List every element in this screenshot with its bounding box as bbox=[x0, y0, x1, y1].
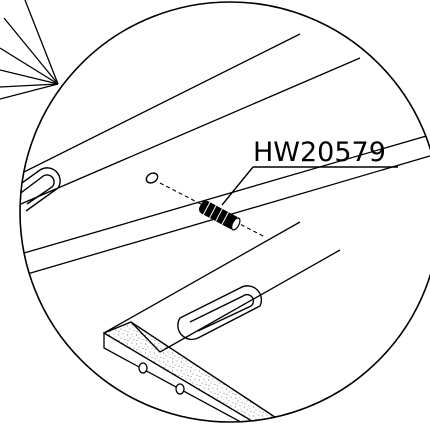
front-board bbox=[102, 221, 341, 422]
part-number-label: HW20579 bbox=[253, 137, 386, 168]
dowel-hole bbox=[145, 172, 159, 184]
cam-hole bbox=[138, 362, 148, 374]
cam-hole bbox=[175, 383, 185, 395]
detail-leader-fan bbox=[0, 0, 59, 100]
detail-circle bbox=[19, 1, 430, 423]
front-board-slot bbox=[177, 285, 263, 341]
threaded-dowel bbox=[198, 200, 241, 231]
label-leader bbox=[221, 166, 254, 206]
rail-slot-left bbox=[20, 167, 61, 212]
particleboard-edge bbox=[102, 321, 293, 422]
part-callout: HW20579 bbox=[221, 137, 398, 206]
